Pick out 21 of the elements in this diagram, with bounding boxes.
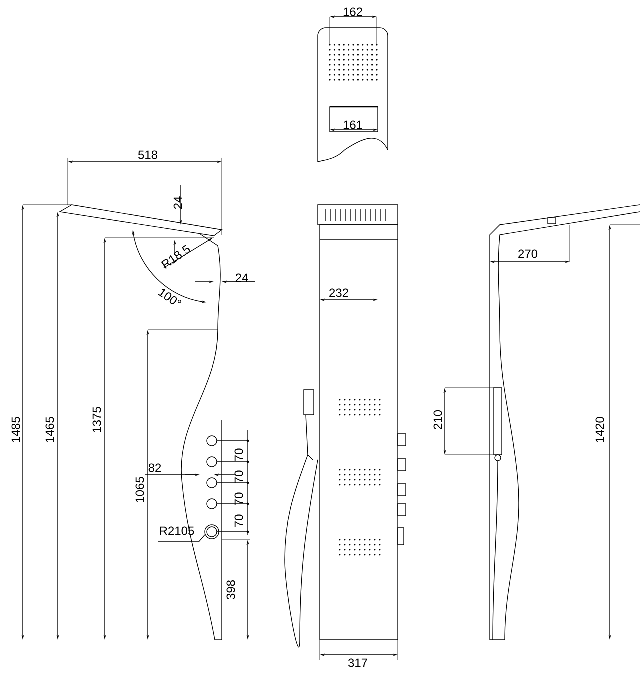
dimension-label: 70 bbox=[234, 448, 244, 462]
dimension-label: 100° bbox=[158, 289, 182, 304]
dimension-label: 82 bbox=[148, 464, 162, 472]
dimension-label: 70 bbox=[234, 492, 244, 506]
dimension-label: 24 bbox=[236, 274, 248, 282]
dimension-label: 232 bbox=[330, 288, 348, 298]
dimension-label: 270 bbox=[518, 250, 538, 258]
dimension-label: 518 bbox=[138, 150, 158, 160]
dimension-label: 317 bbox=[348, 658, 368, 668]
dimension-label: 398 bbox=[226, 580, 236, 600]
dimension-label: 24 bbox=[174, 196, 182, 210]
dimension-label: 1485 bbox=[12, 417, 20, 442]
dimension-label: 1375 bbox=[92, 407, 102, 432]
dimension-label: 210 bbox=[434, 410, 442, 430]
dimension-label: 162 bbox=[344, 8, 362, 16]
dimension-label: 161 bbox=[344, 120, 362, 130]
dimension-label: 70 bbox=[234, 514, 244, 528]
dimension-label: 1065 bbox=[136, 477, 144, 502]
dimension-label: 70 bbox=[234, 470, 244, 484]
dimension-label: 1420 bbox=[596, 417, 604, 442]
dimension-label: 1465 bbox=[46, 417, 54, 442]
